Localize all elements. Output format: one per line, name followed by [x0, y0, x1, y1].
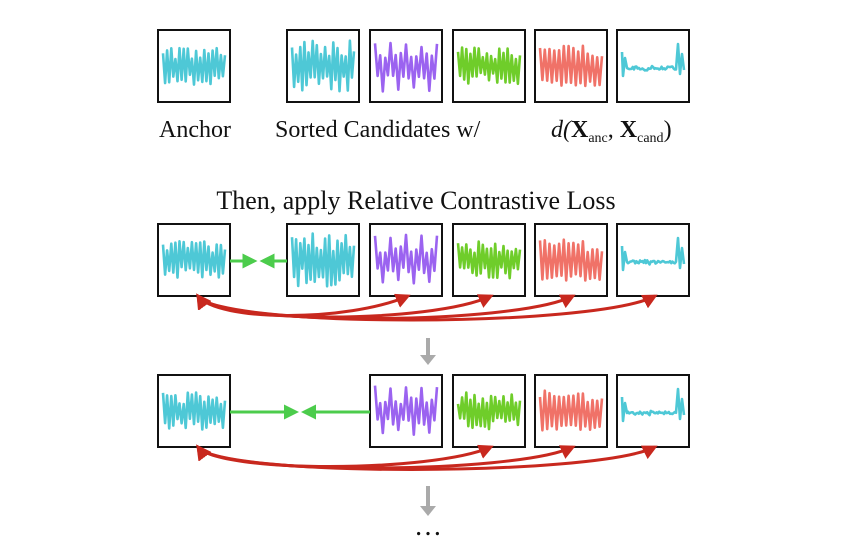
distance-close: ) [664, 117, 672, 143]
arrows [196, 253, 658, 516]
distance-x2: X [620, 117, 638, 143]
candidate-panel-1 [286, 29, 360, 103]
row1-negative-panel-1 [369, 223, 443, 297]
step-heading: Then, apply Relative Contrastive Loss [216, 186, 615, 215]
anchor-label: Anchor [159, 117, 231, 143]
time-series-line [620, 236, 686, 272]
row2-negative-panel-3 [616, 374, 690, 448]
negative-arc [196, 293, 411, 317]
time-series-line [456, 240, 522, 280]
distance-comma: , [608, 117, 620, 143]
candidate-panel-5 [616, 29, 690, 103]
step-down-arrowhead [420, 355, 436, 365]
row1-negative-panel-3 [534, 223, 608, 297]
ellipsis: … [414, 511, 442, 542]
distance-func: d( [551, 117, 573, 143]
time-series-line [620, 42, 686, 78]
time-series-line [538, 238, 604, 282]
time-series-line [456, 391, 522, 431]
time-series-line [290, 39, 356, 93]
distance-sub2: cand [637, 131, 663, 146]
row1-negative-panel-4 [616, 223, 690, 297]
time-series-line [620, 387, 686, 423]
time-series-line [161, 46, 227, 86]
distance-formula: d(Xanc, Xcand) [551, 117, 672, 146]
row1-positive-panel [286, 223, 360, 297]
candidate-panel-4 [534, 29, 608, 103]
candidate-panel-2 [369, 29, 443, 103]
time-series-line [161, 391, 227, 431]
time-series-line [373, 41, 439, 93]
anchor-panel [157, 29, 231, 103]
time-series-line [373, 385, 439, 436]
row1-negative-panel-2 [452, 223, 526, 297]
candidate-panel-3 [452, 29, 526, 103]
negative-arc [196, 293, 658, 322]
row1-anchor-panel [157, 223, 231, 297]
row2-positive-panel [369, 374, 443, 448]
distance-x1: X [571, 117, 589, 143]
sorted-candidates-label: Sorted Candidates w/ [275, 117, 481, 143]
time-series-line [290, 232, 356, 288]
step-down-arrowhead [420, 506, 436, 516]
row2-negative-panel-2 [534, 374, 608, 448]
time-series-line [538, 389, 604, 432]
distance-sub1: anc [588, 131, 607, 146]
time-series-line [538, 44, 604, 88]
panels [157, 29, 690, 448]
negative-arc [196, 444, 658, 471]
time-series-line [456, 46, 522, 86]
row2-anchor-panel [157, 374, 231, 448]
negative-arc [196, 444, 494, 468]
time-series-line [161, 240, 227, 279]
time-series-line [373, 233, 439, 285]
row2-negative-panel-1 [452, 374, 526, 448]
